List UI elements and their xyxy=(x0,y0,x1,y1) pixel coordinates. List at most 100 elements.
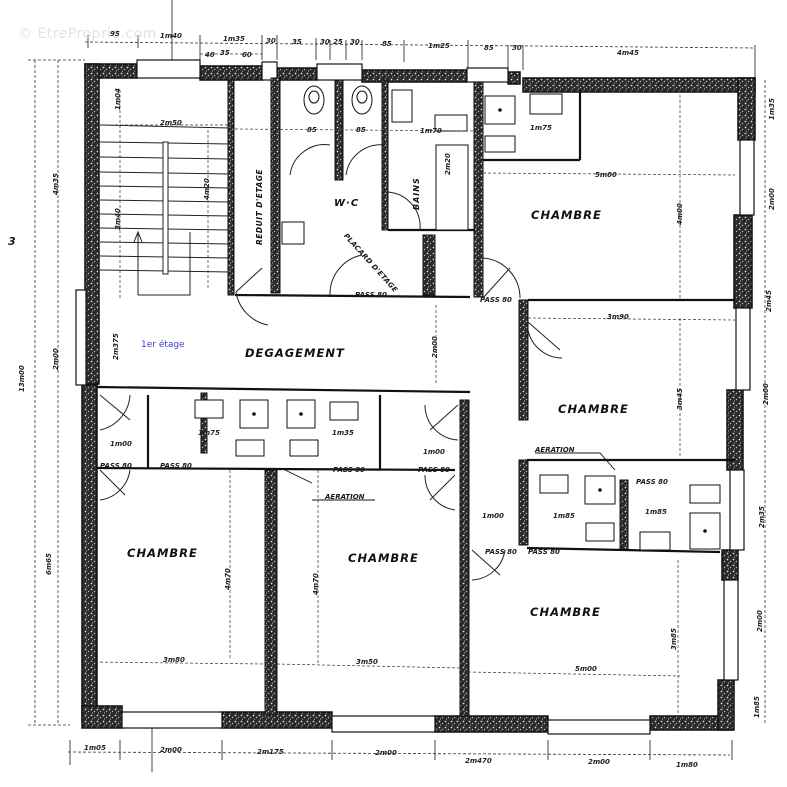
dim-right-4: 2m35 xyxy=(758,506,766,528)
door-swings xyxy=(99,144,563,581)
dim-top-2: 1m35 xyxy=(223,35,245,43)
dim-sdb-s-w: 1m35 xyxy=(332,429,354,437)
dim-sdb-sw-w: 1m75 xyxy=(198,429,220,437)
dim-chambre-sw-w: 3m80 xyxy=(163,656,185,664)
dim-chambre-e-h: 3m45 xyxy=(676,388,684,410)
dim-right-5: 2m00 xyxy=(756,610,764,632)
pass-label: PASS 80 xyxy=(100,462,132,470)
room-label-degagement: DEGAGEMENT xyxy=(245,346,345,360)
watermark: © EtreProprio.com xyxy=(18,26,157,42)
dim-chambre-s-h: 4m70 xyxy=(312,573,320,595)
dim-chambre-se-h: 3m85 xyxy=(670,628,678,650)
dim-top-10: 30 xyxy=(350,38,360,46)
dim-chambre-s-w: 3m50 xyxy=(356,658,378,666)
interior-dimension-lines xyxy=(89,90,736,720)
sink-icon xyxy=(391,89,413,123)
dim-top-4: 35 xyxy=(220,49,230,57)
dim-top-0: 95 xyxy=(110,30,120,38)
room-label-chambre-s: CHAMBRE xyxy=(348,551,419,565)
dimension-lines xyxy=(28,41,766,756)
dim-chambre-e-w: 3m90 xyxy=(607,313,629,321)
room-label-wc: W·C xyxy=(334,198,360,209)
dim-corridor-e: 1m00 xyxy=(482,512,504,520)
dim-top-13: 85 xyxy=(484,44,494,52)
dim-chambre-sw-h: 4m70 xyxy=(224,568,232,590)
escalier-mark: 3 xyxy=(8,235,16,248)
dim-stair-width: 2m50 xyxy=(160,119,182,127)
dim-stair-right: 4m20 xyxy=(203,178,211,200)
dim-right-3: 2m00 xyxy=(762,383,770,405)
room-label-chambre-e: CHAMBRE xyxy=(558,402,629,416)
pass-label: PASS 80 xyxy=(480,296,512,304)
dim-bottom-2: 2m175 xyxy=(257,748,284,756)
dim-top-6: 30 xyxy=(266,37,276,45)
room-label-bains: BAINS xyxy=(412,177,421,210)
dim-chambre-ne-h: 4m00 xyxy=(676,203,684,225)
dim-top-15: 4m45 xyxy=(617,49,639,57)
dim-sdb-ne-w: 1m75 xyxy=(530,124,552,132)
bidet-icon xyxy=(689,484,721,504)
pass-label: PASS 80 xyxy=(528,548,560,556)
pass-label: PASS 80 xyxy=(485,548,517,556)
room-label-reduit: REDUIT D'ETAGE xyxy=(255,169,264,245)
room-label-chambre-se: CHAMBRE xyxy=(530,605,601,619)
dim-bottom-6: 1m80 xyxy=(676,761,698,769)
dim-bottom-1: 2m00 xyxy=(160,746,182,754)
pass-label: PASS 80 xyxy=(636,478,668,486)
dim-bottom-4: 2m470 xyxy=(465,757,492,765)
dim-bottom-3: 2m00 xyxy=(375,749,397,757)
dim-right-6: 1m85 xyxy=(753,696,761,718)
dim-top-3: 40 xyxy=(205,51,215,59)
dim-top-14: 30 xyxy=(512,44,522,52)
dim-bains-h: 2m20 xyxy=(444,153,452,175)
sink-icon xyxy=(639,531,671,551)
dim-chambre-ne-w: 5m00 xyxy=(595,171,617,179)
bidet-icon xyxy=(585,522,615,542)
dim-closet-s: 1m00 xyxy=(423,448,445,456)
dim-deg-left: 2m375 xyxy=(112,333,120,360)
interior-walls xyxy=(200,77,629,717)
dim-top-7: 35 xyxy=(292,38,302,46)
pass-label: PASS 80 xyxy=(418,466,450,474)
bidet-icon xyxy=(484,135,516,153)
aeration-label-south: AERATION xyxy=(325,493,365,501)
dim-bains-w: 1m70 xyxy=(420,127,442,135)
dim-stair-top: 1m04 xyxy=(114,88,122,110)
sink-icon xyxy=(529,93,563,115)
dim-left-2: 6m65 xyxy=(45,553,53,575)
dim-right-0: 1m35 xyxy=(768,98,776,120)
dim-right-1: 2m00 xyxy=(768,188,776,210)
windows xyxy=(75,59,755,735)
dim-sdb-e-w2: 1m85 xyxy=(645,508,667,516)
sink-icon xyxy=(194,399,224,419)
dim-left-3: 13m00 xyxy=(18,365,26,392)
pass-label: PASS 80 xyxy=(355,291,387,299)
bathtub-icon xyxy=(435,144,469,231)
dim-wc-w1: 85 xyxy=(307,126,317,134)
dim-left-0: 4m35 xyxy=(52,173,60,195)
dim-deg-right: 2m00 xyxy=(431,336,439,358)
pass-label: PASS 80 xyxy=(160,462,192,470)
fixtures xyxy=(194,85,721,551)
sink-icon xyxy=(289,439,319,457)
dim-closet-sw: 1m00 xyxy=(110,440,132,448)
dim-top-1: 1m40 xyxy=(160,32,182,40)
dim-top-12: 1m25 xyxy=(428,42,450,50)
partition-lines xyxy=(96,90,735,554)
dim-top-11: 85 xyxy=(382,40,392,48)
dim-wc-w2: 85 xyxy=(356,126,366,134)
dim-left-1: 2m00 xyxy=(52,348,60,370)
floor-label: 1er étage xyxy=(141,340,185,350)
dim-top-5: 60 xyxy=(242,51,252,59)
exterior-walls xyxy=(81,63,756,733)
pass-label: PASS 80 xyxy=(333,466,365,474)
dim-top-9: 25 xyxy=(333,38,343,46)
sink-icon xyxy=(281,221,305,245)
bidet-icon xyxy=(235,439,265,457)
dim-bottom-5: 2m00 xyxy=(588,758,610,766)
room-label-chambre-sw: CHAMBRE xyxy=(127,546,198,560)
sink-icon xyxy=(539,474,569,494)
dim-chambre-se-w: 5m00 xyxy=(575,665,597,673)
dim-top-8: 30 xyxy=(320,38,330,46)
